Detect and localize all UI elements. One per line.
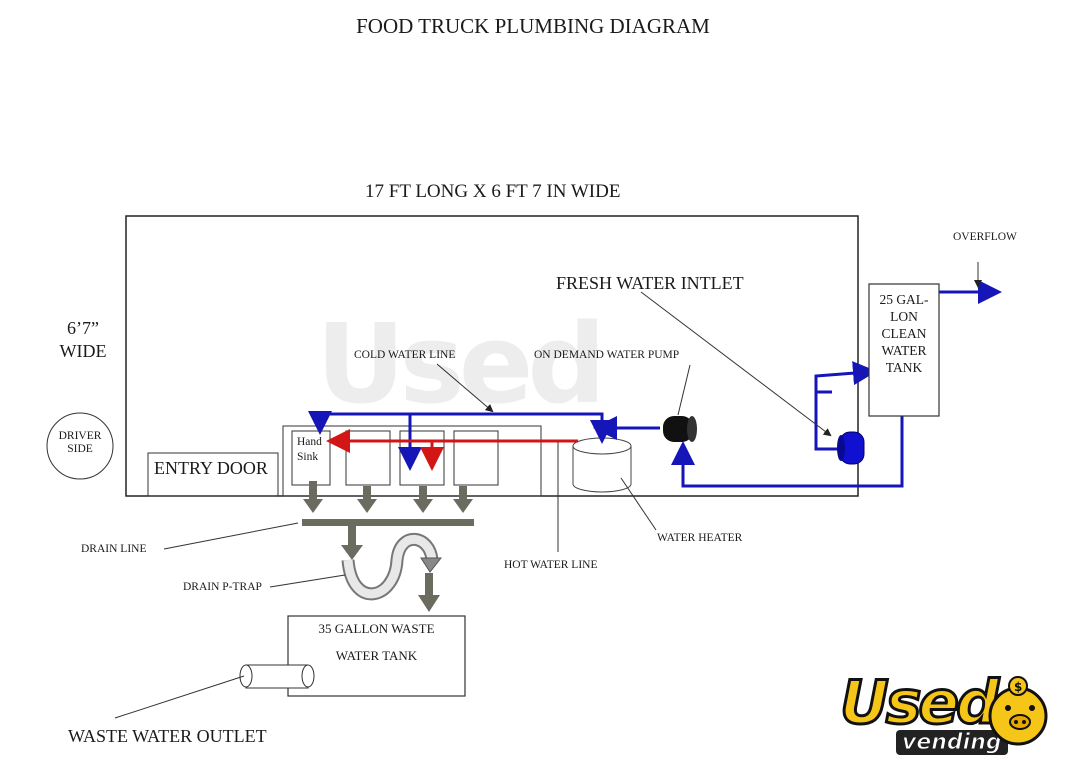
svg-text:$: $ [1014,680,1022,694]
water-heater-label: WATER HEATER [657,532,743,544]
on-demand-pump-label: ON DEMAND WATER PUMP [534,349,680,361]
watermark-text: Used [316,300,606,428]
cold-water-line-label: COLD WATER LINE [354,349,456,361]
used-vending-logo: Used vending $ [838,667,1060,768]
sink-counter [282,425,542,497]
hand-sink-line2: Sink [297,451,319,463]
water-heater [572,437,632,493]
waste-tank-line1: 35 GALLON WASTE [318,621,435,636]
driver-side-line2: SIDE [67,443,93,455]
overflow-label: OVERFLOW [953,231,1017,243]
hot-water-line-label: HOT WATER LINE [504,559,598,571]
width-label-line1: 6’7” [67,318,99,338]
clean-water-tank [868,283,940,417]
on-demand-pump [663,416,697,442]
driver-side-circle [46,412,114,480]
cold-water-lines [308,280,1002,488]
sink-box-3 [399,430,445,486]
entry-door-box [147,452,279,497]
p-trap [341,532,443,601]
drain-system [302,481,474,612]
fresh-water-inlet-label: FRESH WATER INTLET [556,273,744,293]
waste-tank-line2: WATER TANK [335,648,418,663]
sink-box-4 [453,430,499,486]
waste-outlet-label: WASTE WATER OUTLET [68,726,267,746]
clean-tank-line-5: TANK [885,360,923,375]
driver-side-line1: DRIVER [58,430,102,442]
pig-mascot-icon: $ [988,676,1048,746]
clean-tank-line-3: CLEAN [881,326,927,341]
clean-tank-line-1: 25 GAL- [879,292,929,307]
hand-sink-box [291,430,331,486]
hot-water-lines [326,429,578,471]
clean-tank-line-2: LON [890,309,918,324]
drain-line-label: DRAIN LINE [81,543,147,555]
logo-word-used: Used [838,667,1000,740]
sink-box-2 [345,430,391,486]
clean-tank-label: 25 GAL- LON CLEAN WATER TANK [869,291,939,376]
logo-word-vending: vending [896,730,1008,756]
width-label-line2: WIDE [59,341,107,361]
hand-sink-line1: Hand [297,436,322,448]
entry-door-label: ENTRY DOOR [154,458,268,478]
waste-outlet-pipe [239,664,315,689]
leader-lines [114,262,982,719]
fresh-water-inlet [837,431,865,465]
waste-water-tank [287,615,466,697]
diagram-title: FOOD TRUCK PLUMBING DIAGRAM [356,14,710,38]
truck-dimensions: 17 FT LONG X 6 FT 7 IN WIDE [365,181,621,202]
drain-ptrap-label: DRAIN P-TRAP [183,581,262,593]
clean-tank-line-4: WATER [881,343,927,358]
